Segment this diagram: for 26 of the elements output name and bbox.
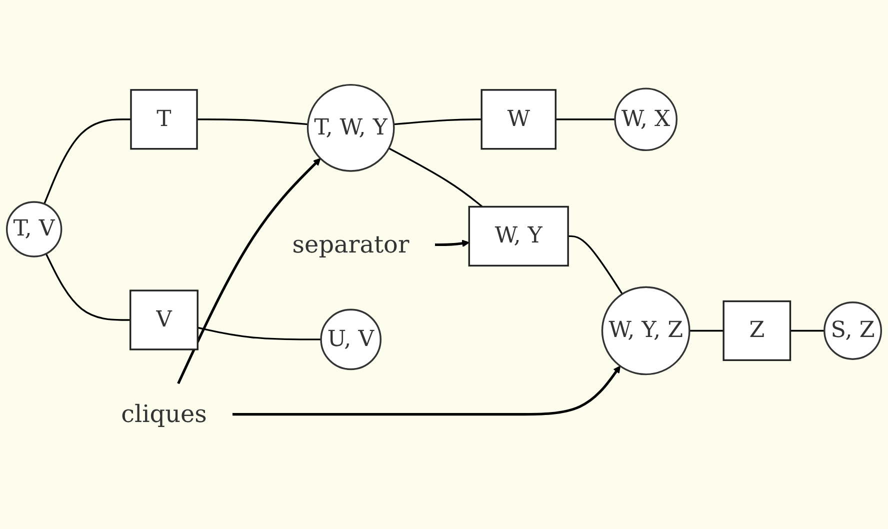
arrow [435,239,470,247]
node-circle: W, Y, Z [601,286,690,375]
node-circle: U, V [320,308,382,370]
node-circle: T, V [6,200,62,257]
arrow [177,158,321,384]
connector [45,252,130,320]
node-box: T [130,88,198,150]
connector [197,118,308,125]
node-circle: T, W, Y [306,84,395,172]
connector [790,329,824,332]
connector [197,326,322,340]
node-text: cliques [121,399,207,428]
node-box: W, Y [468,205,569,266]
node-text: separator [292,230,410,258]
connector [568,234,623,294]
connector [394,118,482,125]
node-box: W [480,88,556,150]
arrow [232,365,621,416]
node-box: V [130,289,198,350]
connector [43,118,131,204]
connector [388,147,483,207]
connector [556,118,615,120]
node-circle: W, X [614,87,678,151]
node-box: Z [722,300,792,361]
connector [689,329,724,332]
node-circle: S, Z [824,301,882,360]
